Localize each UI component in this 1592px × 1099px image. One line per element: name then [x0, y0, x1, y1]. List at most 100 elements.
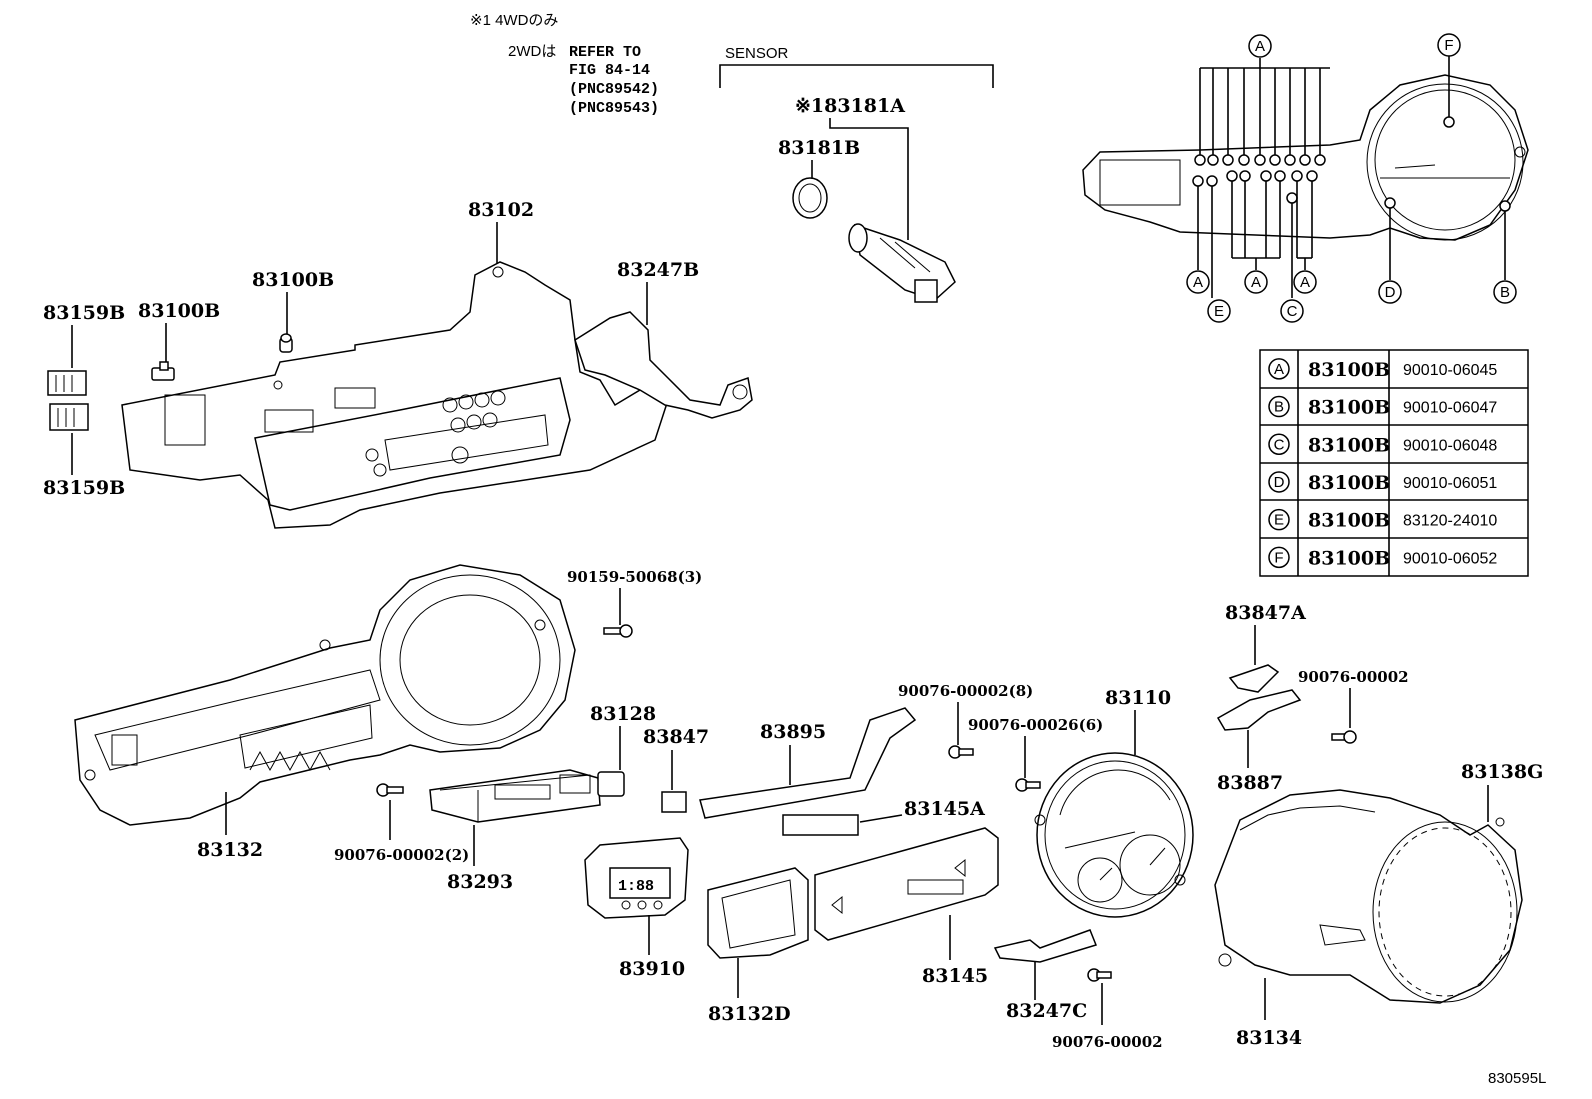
plate-83247C: [993, 929, 1097, 963]
label-83847A: 83847A: [1225, 602, 1306, 624]
refer-prefix: 2WDは: [508, 43, 556, 60]
bulb-table-key-circle: [1268, 358, 1290, 380]
bulb-table-part: 83100B: [1308, 472, 1390, 494]
refer-line-1: REFER TO: [569, 44, 641, 61]
label-83247B: 83247B: [617, 259, 699, 281]
part-83895: [699, 707, 917, 819]
label-90076-00026-6: 90076-00026(6): [968, 716, 1103, 734]
bulb-table-key: B: [1274, 399, 1284, 416]
bulb-83100B-top: [279, 333, 293, 353]
callout-circle-E: E: [1207, 299, 1231, 323]
bulb-table-key: A: [1274, 361, 1284, 378]
bulb-location-diagram: A F A E A A C D: [1082, 33, 1529, 323]
screw-90076-26: [1015, 778, 1041, 792]
label-83847: 83847: [643, 726, 709, 748]
label-90076-00002-2: 90076-00002(2): [334, 846, 469, 864]
svg-text:A: A: [1251, 274, 1261, 291]
label-90076-00002-bottom: 90076-00002: [1052, 1033, 1163, 1051]
label-83110: 83110: [1105, 687, 1171, 709]
bulb-table-row: B 83100B 90010-06047: [1268, 395, 1497, 419]
label-83102: 83102: [468, 199, 534, 221]
bulb-dots-row-1: [1194, 154, 1326, 166]
figure-code: 830595L: [1488, 1070, 1546, 1087]
label-83132D: 83132D: [708, 1003, 791, 1025]
svg-text:A: A: [1193, 274, 1203, 291]
o-ring-83181B: [792, 177, 828, 219]
printed-circuit-83102: [121, 261, 669, 529]
refer-line-3: (PNC89542): [569, 81, 659, 98]
callout-circle-A-top: A: [1248, 34, 1272, 58]
bulb-table-row: A 83100B 90010-06045: [1268, 358, 1497, 381]
bulb-table-number: 90010-06047: [1403, 400, 1497, 417]
panel-83145: [814, 827, 999, 941]
bulb-table-row: C 83100B 90010-06048: [1268, 433, 1497, 456]
bulb-table-key: C: [1274, 436, 1285, 453]
svg-text:A: A: [1255, 38, 1265, 55]
bulb-table-key-circle: [1268, 546, 1290, 569]
leader-83181A: [829, 118, 909, 240]
screw-90076-bottom: [1087, 968, 1112, 982]
label-83138G: 83138G: [1461, 761, 1543, 783]
screw-90076-right: [1331, 730, 1357, 744]
bulb-table-row: E 83100B 83120-24010: [1268, 508, 1497, 532]
switch-83293: [429, 769, 601, 823]
leader-83145A: [859, 814, 903, 823]
callout-circle-A-right: A: [1293, 270, 1317, 294]
lens-case-83134-83138G: [1214, 789, 1523, 1004]
svg-text:A: A: [1300, 274, 1310, 291]
gauge-83110: [1034, 752, 1194, 918]
label-83100B-left: 83100B: [138, 300, 220, 322]
bulb-table-number: 90010-06048: [1403, 437, 1497, 454]
bulb-83100B-left: [151, 361, 175, 381]
bulb-table-part: 83100B: [1308, 510, 1390, 532]
label-83159B-bottom: 83159B: [43, 477, 125, 499]
refer-line-4: (PNC89543): [569, 100, 659, 117]
part-83847A: [1228, 664, 1280, 693]
bulb-table-number: 83120-24010: [1403, 513, 1497, 530]
label-90159: 90159-50068(3): [567, 568, 702, 586]
svg-text:B: B: [1500, 284, 1510, 301]
callout-circle-D: D: [1378, 280, 1402, 304]
bulb-table-key-circle: [1268, 471, 1290, 493]
circuit-plate-83247B: [574, 311, 753, 419]
o-ring-inner: [798, 183, 822, 213]
callout-circle-C: C: [1280, 299, 1304, 323]
bulb-table-part: 83100B: [1308, 359, 1390, 381]
label-83145: 83145: [922, 965, 988, 987]
label-83145A: 83145A: [904, 798, 985, 820]
screw-90076-00002-2: [376, 783, 404, 797]
socket-83159B-top: [47, 370, 87, 396]
bulb-table-key-circle: [1268, 508, 1290, 531]
label-83895: 83895: [760, 721, 826, 743]
callout-circle-A-left: A: [1186, 270, 1210, 294]
label-83181A: ※183181A: [795, 95, 905, 117]
label-83132: 83132: [197, 839, 263, 861]
refer-line-2: FIG 84-14: [569, 62, 650, 79]
label-83887: 83887: [1217, 772, 1283, 794]
label-83181B: 83181B: [778, 137, 860, 159]
part-83887: [1216, 689, 1302, 731]
bulb-table-part: 83100B: [1308, 397, 1390, 419]
bulb-table-key: E: [1274, 512, 1284, 529]
wd-note: ※1 4WDのみ: [470, 12, 558, 29]
clock-digits: 1:88: [618, 878, 654, 895]
bulb-table-part: 83100B: [1308, 434, 1390, 456]
bulb-table-key: D: [1274, 474, 1285, 491]
bulb-table-key-circle: [1268, 395, 1290, 418]
clock-83910: 1:88: [584, 837, 689, 919]
bulb-table-number: 90010-06045: [1403, 362, 1497, 379]
part-83145A: [782, 814, 859, 836]
callout-circle-A-mid: A: [1244, 270, 1268, 294]
bulb-table-key-circle: [1268, 433, 1290, 455]
bulb-table-part: 83100B: [1308, 547, 1390, 569]
svg-text:D: D: [1385, 284, 1396, 301]
sensor-bracket: [719, 64, 994, 88]
leaders-lower: [1197, 56, 1506, 298]
meter-case-83132: [74, 564, 576, 826]
callout-circle-B: B: [1493, 280, 1517, 304]
label-83128: 83128: [590, 703, 656, 725]
screw-90159: [603, 624, 633, 638]
